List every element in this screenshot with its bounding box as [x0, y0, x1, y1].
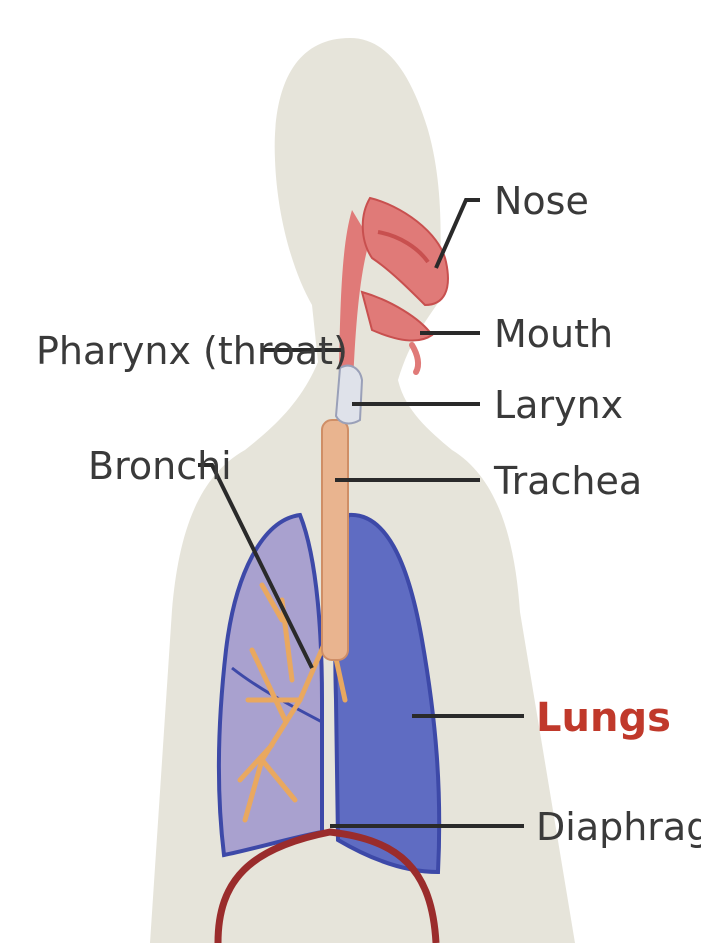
larynx-shape	[334, 364, 364, 425]
bronchus-branch-6	[259, 582, 285, 623]
label-nose: Nose	[494, 179, 589, 223]
nasal-turbinate	[377, 230, 430, 264]
label-larynx: Larynx	[494, 383, 623, 427]
leader-bronchi	[198, 463, 314, 669]
leader-nose	[434, 198, 480, 269]
bronchus-main-left	[242, 637, 329, 823]
label-trachea: Trachea	[493, 459, 642, 503]
lower-lip	[409, 342, 422, 375]
bronchus-branch-4	[259, 757, 298, 803]
bronchus-branch-3	[237, 742, 275, 783]
bronchus-branch-2	[249, 647, 289, 725]
labels: Nose Mouth Pharynx (throat) Larynx Trach…	[36, 179, 701, 849]
trachea-tube	[321, 419, 349, 661]
nasal-cavity	[361, 196, 449, 307]
label-mouth: Mouth	[494, 312, 613, 356]
leader-lines	[198, 198, 524, 828]
label-diaphragm: Diaphragm	[536, 805, 701, 849]
label-pharynx: Pharynx (throat)	[36, 329, 348, 373]
label-lungs: Lungs	[536, 695, 671, 741]
label-bronchi: Bronchi	[88, 444, 232, 488]
diaphragm-shape	[214, 828, 440, 943]
